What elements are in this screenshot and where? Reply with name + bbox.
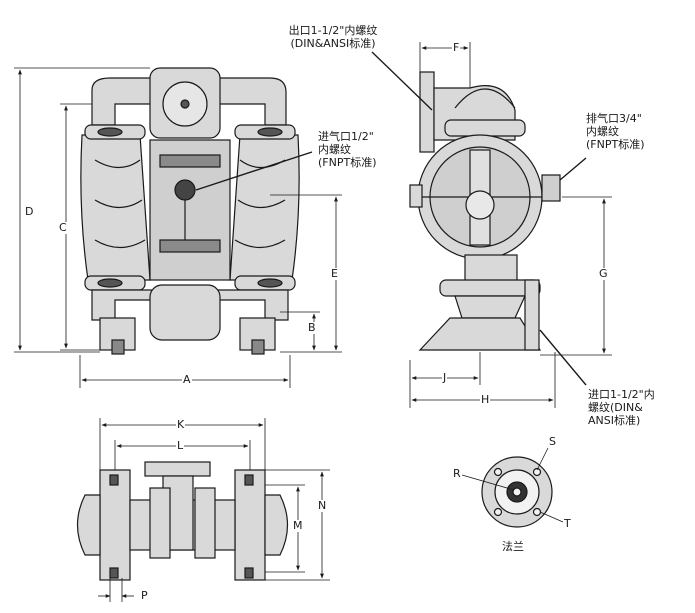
- dim-label-l: L: [176, 439, 185, 452]
- dim-label-m: M: [292, 519, 304, 532]
- dim-label-a: A: [182, 373, 192, 386]
- air-inlet-callout: 进气口1/2" 内螺纹 (FNPT标准): [318, 130, 377, 169]
- dim-label-s: S: [548, 435, 557, 448]
- right-flange-block: [234, 469, 266, 581]
- air-inlet-callout-line2: 内螺纹: [318, 143, 351, 156]
- side-outlet-flange: [419, 71, 435, 153]
- exhaust-callout: 排气口3/4" 内螺纹 (FNPT标准): [586, 112, 645, 151]
- dim-label-c: C: [58, 221, 68, 234]
- left-flange-block: [99, 469, 131, 581]
- air-inlet-callout-line1: 进气口1/2": [318, 130, 374, 143]
- dim-label-p: P: [140, 589, 149, 602]
- side-view: [409, 71, 561, 351]
- front-view: [80, 67, 300, 355]
- outlet-callout: 出口1-1/2"内螺纹 (DIN&ANSI标准): [258, 24, 408, 50]
- dim-label-r: R: [452, 467, 462, 480]
- leader-lines: [195, 51, 587, 386]
- exhaust-port: [541, 174, 561, 202]
- inlet-port: [149, 284, 221, 341]
- dim-label-d: D: [24, 205, 35, 218]
- air-inlet-callout-line3: (FNPT标准): [318, 156, 377, 169]
- dim-label-j: J: [442, 371, 448, 384]
- side-inlet-flange: [524, 279, 540, 351]
- front-dimension-lines: [14, 67, 342, 388]
- exhaust-callout-line3: (FNPT标准): [586, 138, 645, 151]
- inlet-callout-line1: 进口1-1/2"内: [588, 388, 655, 401]
- exhaust-callout-line1: 排气口3/4": [586, 112, 642, 125]
- top-view: [76, 461, 289, 581]
- dim-label-b: B: [307, 321, 317, 334]
- dim-label-g: G: [598, 267, 609, 280]
- dim-label-t: T: [563, 517, 572, 530]
- dim-label-k: K: [176, 418, 186, 431]
- dim-label-e: E: [330, 267, 339, 280]
- flange-view: [461, 447, 564, 528]
- top-dimension-lines: [98, 418, 330, 602]
- inlet-callout-line3: ANSI标准): [588, 414, 641, 427]
- inlet-callout: 进口1-1/2"内 螺纹(DIN& ANSI标准): [588, 388, 655, 427]
- dim-label-h: H: [480, 393, 491, 406]
- dim-label-f: F: [452, 41, 461, 54]
- inlet-callout-line2: 螺纹(DIN&: [588, 401, 643, 414]
- dim-label-n: N: [317, 499, 328, 512]
- flange-caption: 法兰: [502, 540, 524, 553]
- exhaust-callout-line2: 内螺纹: [586, 125, 619, 138]
- outlet-callout-line2: (DIN&ANSI标准): [290, 37, 376, 50]
- outlet-callout-line1: 出口1-1/2"内螺纹: [288, 24, 378, 37]
